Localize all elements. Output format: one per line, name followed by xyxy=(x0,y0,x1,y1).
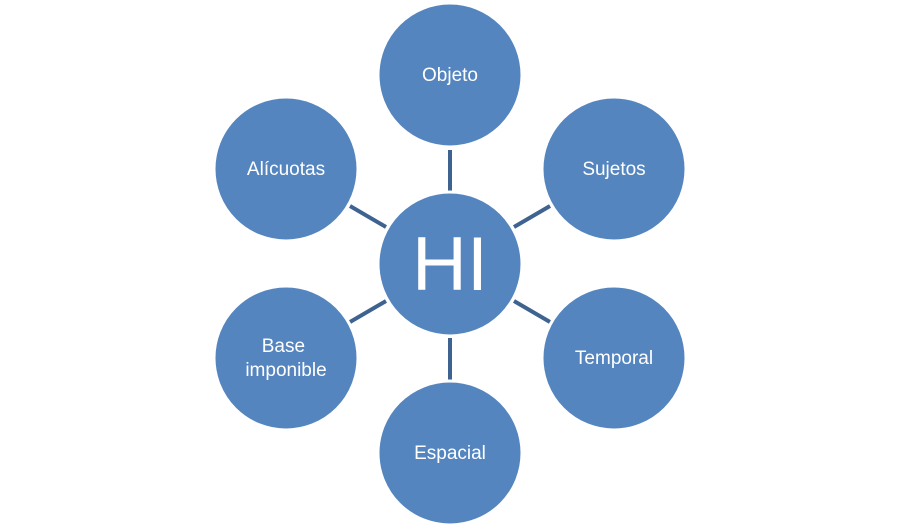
node-label: Base imponible xyxy=(245,336,326,381)
node-label-line: Base xyxy=(262,336,305,357)
connector-base-imponible xyxy=(348,299,388,324)
node-label: Sujetos xyxy=(582,159,645,180)
node-circle xyxy=(376,379,524,527)
node-label: Objeto xyxy=(422,65,478,86)
node-label-line: Espacial xyxy=(414,443,486,464)
node-circle xyxy=(540,95,688,243)
connector-temporal xyxy=(512,299,552,324)
node-alicuotas: Alícuotas xyxy=(212,95,360,243)
node-circle xyxy=(212,284,360,432)
node-label: Temporal xyxy=(575,348,653,369)
node-label-line: Temporal xyxy=(575,348,653,369)
node-temporal: Temporal xyxy=(540,284,688,432)
node-circle xyxy=(376,1,524,149)
node-label-line: Sujetos xyxy=(582,159,645,180)
node-label: Alícuotas xyxy=(247,159,325,180)
connectors xyxy=(348,150,552,380)
node-label-line: Alícuotas xyxy=(247,159,325,180)
node-label-line: imponible xyxy=(245,360,326,381)
node-sujetos: Sujetos xyxy=(540,95,688,243)
connector-sujetos xyxy=(512,204,552,229)
node-espacial: Espacial xyxy=(376,379,524,527)
center-circle xyxy=(376,190,524,338)
node-label: Espacial xyxy=(414,443,486,464)
node-circle xyxy=(212,95,360,243)
center-label: HI xyxy=(412,222,488,307)
node-objeto: Objeto xyxy=(376,1,524,149)
node-label-line: Objeto xyxy=(422,65,478,86)
connector-alicuotas xyxy=(348,204,388,229)
node-circle xyxy=(540,284,688,432)
center-node: HI xyxy=(376,190,524,338)
node-base-imponible: Base imponible xyxy=(212,284,360,432)
